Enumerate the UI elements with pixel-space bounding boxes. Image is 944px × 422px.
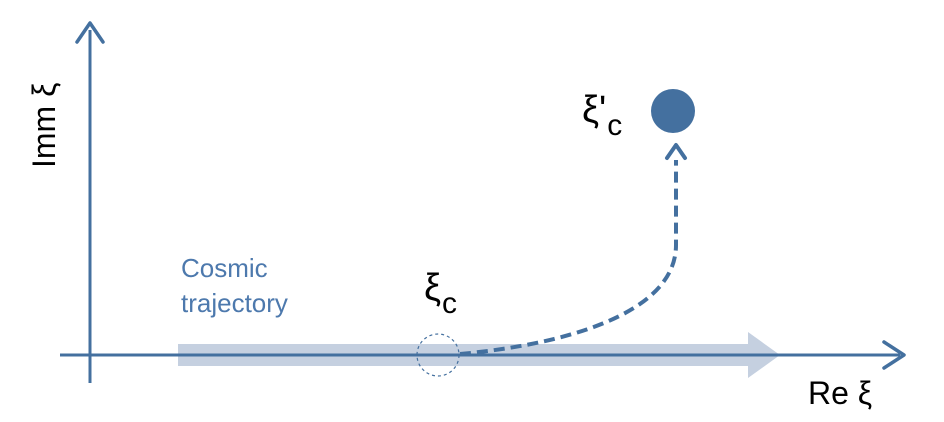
xi-c-prime-base: ξ' (582, 89, 606, 131)
xi-c-prime-label: ξ'c (582, 89, 622, 142)
xi-c-prime-dot (651, 89, 695, 133)
y-axis-arrowhead-icon (75, 21, 105, 44)
xi-c-prime-subscript: c (607, 109, 622, 142)
trajectory-label-line2: trajectory (181, 288, 288, 318)
xi-c-subscript: c (442, 287, 457, 320)
xi-c-base: ξ (424, 267, 441, 309)
path-arrowhead-icon (665, 143, 687, 160)
x-axis-label: Re ξ (808, 375, 872, 411)
x-axis-arrowhead-icon (882, 340, 906, 370)
trajectory-label-line1: Cosmic (181, 253, 268, 283)
y-axis-label: Imm ξ (26, 83, 62, 168)
xi-c-label: ξc (424, 267, 457, 320)
analytic-continuation-path (459, 160, 678, 356)
xi-c-marker (416, 333, 460, 377)
